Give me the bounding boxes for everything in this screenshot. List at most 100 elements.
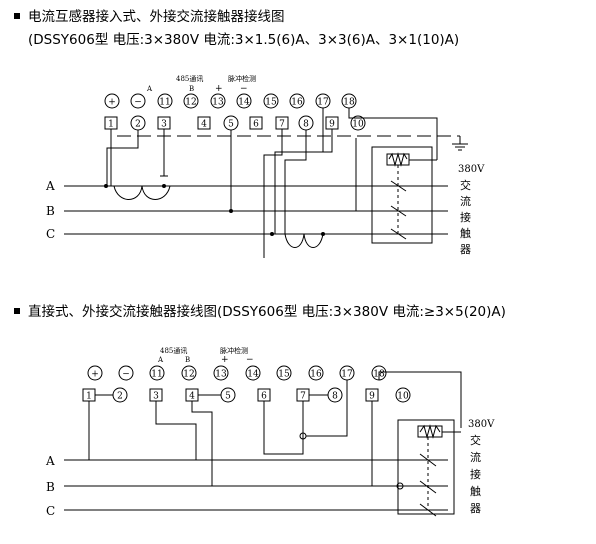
top-terminal-label: 16 <box>310 370 322 380</box>
top-terminal-label: + <box>108 98 116 108</box>
terminal-label: 9 <box>329 120 335 130</box>
top-terminal-label: 13 <box>215 370 227 380</box>
wire-t8 <box>284 130 307 234</box>
diagram-2-title: 直接式、外接交流接触器接线图(DSSY606型 电压:3×380V 电流:≥3×… <box>28 303 506 320</box>
title-bullet-1 <box>14 13 20 19</box>
diagram-1: 电流互感器接入式、外接交流接触器接线图 (DSSY606型 电压:3×380V … <box>14 8 485 258</box>
top-terminal <box>104 93 120 109</box>
terminal-label: 8 <box>332 392 338 402</box>
wire-top-17 <box>306 380 348 437</box>
top-terminal <box>289 93 305 109</box>
diagram-1-title: 电流互感器接入式、外接交流接触器接线图 <box>28 8 285 25</box>
phase-label-c: C <box>46 227 55 241</box>
top-terminal <box>181 365 197 381</box>
top-terminal <box>183 93 199 109</box>
contactor-char: 接 <box>460 211 471 224</box>
terminal-label: 7 <box>300 392 306 402</box>
terminal-label: 6 <box>261 392 267 402</box>
contactor-char: 接 <box>470 468 481 481</box>
label-485-a: A <box>157 356 164 364</box>
top-terminal-label: − <box>122 370 130 380</box>
top-terminal-label: 15 <box>265 98 277 108</box>
diagram-1-subtitle: (DSSY606型 电压:3×380V 电流:3×1.5(6)A、3×3(6)A… <box>28 32 459 48</box>
phase-label-a: A <box>45 179 55 193</box>
top-terminal-label: 14 <box>247 370 259 380</box>
diagram-2: 直接式、外接交流接触器接线图(DSSY606型 电压:3×380V 电流:≥3×… <box>14 303 506 518</box>
label-pulse-plus: + <box>221 355 229 365</box>
top-terminal-label: 15 <box>278 370 290 380</box>
terminal-label: 10 <box>352 120 364 130</box>
terminal-row-2: 1 2 3 4 5 6 7 8 9 10 <box>82 387 411 403</box>
terminal-label: 5 <box>228 120 234 130</box>
wire-top-18 <box>378 371 462 428</box>
wire-t6 <box>263 401 304 455</box>
label-pulse-detect: 脉冲检测 <box>228 74 256 83</box>
label-pulse-minus: − <box>246 355 254 365</box>
junction-ring <box>396 482 404 490</box>
label-485-b: B <box>185 356 190 364</box>
terminal-row-1: 1 2 3 4 5 6 7 8 9 10 <box>104 115 366 131</box>
top-terminal-row-1: + − 11 12 13 14 15 16 17 18 <box>104 93 357 109</box>
terminal-label: 2 <box>117 392 123 402</box>
top-terminal-label: 11 <box>151 370 162 380</box>
top-terminal-label: 17 <box>341 370 353 380</box>
top-terminal <box>210 93 226 109</box>
top-terminal-label: 16 <box>291 98 303 108</box>
wire-t9 <box>274 129 333 234</box>
top-terminal <box>308 365 324 381</box>
terminal-label: 4 <box>189 392 195 402</box>
label-pulse-plus: + <box>215 84 223 94</box>
ct1-coil <box>113 185 171 200</box>
terminal-circle <box>395 387 411 403</box>
contactor-char: 器 <box>460 243 471 256</box>
contactor-char: 流 <box>460 194 471 208</box>
top-terminal <box>149 365 165 381</box>
top-terminal-label: − <box>134 98 142 108</box>
contactor-char: 触 <box>460 226 471 240</box>
terminal-label: 5 <box>225 392 231 402</box>
top-terminal-label: 11 <box>159 98 170 108</box>
phase-label-c: C <box>46 504 55 518</box>
label-485-a: A <box>146 85 153 93</box>
contactor-coil-zigzag <box>419 424 441 439</box>
terminal-box <box>197 116 211 130</box>
top-terminal-label: + <box>91 370 99 380</box>
label-485-b: B <box>189 85 194 93</box>
terminal-label: 10 <box>397 392 409 402</box>
top-terminal <box>263 93 279 109</box>
junction-dot <box>162 184 166 188</box>
label-pulse-minus: − <box>240 84 248 94</box>
terminal-label: 3 <box>161 120 167 130</box>
junction-dot <box>270 232 274 236</box>
label-485-comm: 485通讯 <box>160 346 187 355</box>
top-terminal-label: 13 <box>212 98 224 108</box>
top-terminal <box>236 93 252 109</box>
terminal-label: 1 <box>108 120 114 130</box>
wire-t2 <box>106 130 139 186</box>
voltage-label: 380V <box>468 419 495 430</box>
top-terminal <box>276 365 292 381</box>
terminal-label: 9 <box>369 392 375 402</box>
ct2-coil <box>284 233 324 248</box>
title-bullet-2 <box>14 308 20 314</box>
contactor-char: 交 <box>470 433 481 447</box>
phase-label-b: B <box>46 204 55 218</box>
contactor-char: 触 <box>470 484 481 498</box>
junction-dot <box>321 232 325 236</box>
terminal-box <box>249 116 263 130</box>
top-terminal-label: 18 <box>343 98 355 108</box>
top-terminal <box>130 93 146 109</box>
contactor-coil-zigzag <box>388 152 408 167</box>
junction-dot <box>229 209 233 213</box>
terminal-label: 1 <box>86 392 92 402</box>
ground-symbol <box>452 136 468 151</box>
wire-t3 <box>155 401 197 460</box>
top-terminal-label: 12 <box>185 98 196 108</box>
contactor-box <box>371 146 433 244</box>
top-terminal <box>213 365 229 381</box>
voltage-label: 380V <box>458 164 485 175</box>
label-485-comm: 485通讯 <box>176 74 203 83</box>
wire-t7-a <box>263 129 283 258</box>
top-terminal-label: 14 <box>238 98 250 108</box>
